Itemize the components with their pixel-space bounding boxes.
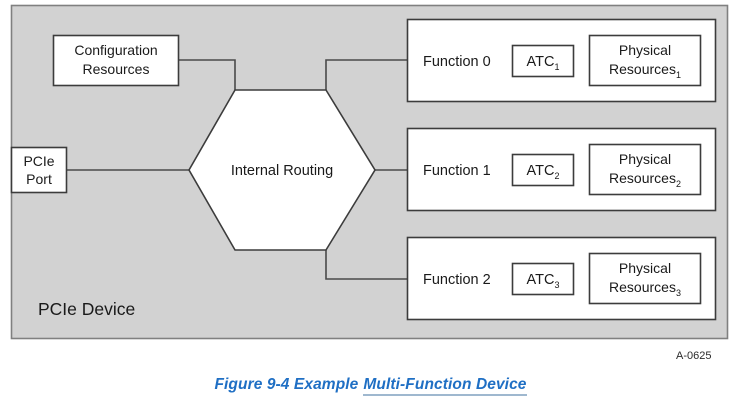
connector-routing-to-function-2 xyxy=(325,250,407,280)
function-block-2[interactable]: Function 2 ATC3 Physical Resources3 xyxy=(406,236,717,321)
physical-resources-box-1[interactable] xyxy=(588,143,702,196)
pcie-port-label-line2: Port xyxy=(26,171,52,187)
pcie-port-box[interactable] xyxy=(10,146,68,194)
figure-caption-title: Multi-Function Device xyxy=(363,376,527,396)
pcie-device-label: PCIe Device xyxy=(38,299,135,319)
physical-resources-box-2[interactable] xyxy=(588,252,702,305)
atc-box-0[interactable] xyxy=(511,44,575,78)
physical-resources-0-line2: Resources1 xyxy=(609,61,681,80)
pcie-port-label-line1: PCIe xyxy=(23,153,54,169)
configuration-resources-label-line1: Configuration xyxy=(74,42,157,58)
function-block-1[interactable]: Function 1 ATC2 Physical Resources2 xyxy=(406,127,717,212)
configuration-resources-label-line2: Resources xyxy=(83,61,150,77)
function-block-2-label: Function 2 xyxy=(423,272,491,288)
function-block-0[interactable]: Function 0 ATC1 Physical Resources1 xyxy=(406,18,717,103)
configuration-resources-box[interactable] xyxy=(52,34,180,87)
diagram-canvas: Internal Routing Configuration Resources… xyxy=(10,4,729,340)
atc-box-2[interactable] xyxy=(511,262,575,296)
connector-routing-to-function-0 xyxy=(325,59,407,90)
physical-resources-1-line1: Physical xyxy=(619,151,671,167)
function-block-0-label: Function 0 xyxy=(423,54,491,70)
physical-resources-0-line1: Physical xyxy=(619,42,671,58)
connector-config-to-routing xyxy=(178,59,236,90)
physical-resources-1-line2: Resources2 xyxy=(609,170,681,189)
physical-resources-box-0[interactable] xyxy=(588,34,702,87)
function-block-1-label: Function 1 xyxy=(423,163,491,179)
atc-box-1[interactable] xyxy=(511,153,575,187)
physical-resources-2-line1: Physical xyxy=(619,260,671,276)
atc-box-1-label: ATC2 xyxy=(527,163,560,181)
internal-routing-label: Internal Routing xyxy=(231,163,333,179)
figure-reference-code: A-0625 xyxy=(676,350,712,362)
atc-box-2-label: ATC3 xyxy=(527,272,560,290)
internal-routing-hexagon[interactable] xyxy=(188,89,376,251)
physical-resources-2-line2: Resources3 xyxy=(609,279,681,298)
atc-box-0-label: ATC1 xyxy=(527,54,560,72)
figure-caption-prefix: Figure 9-4 Example xyxy=(214,376,359,393)
